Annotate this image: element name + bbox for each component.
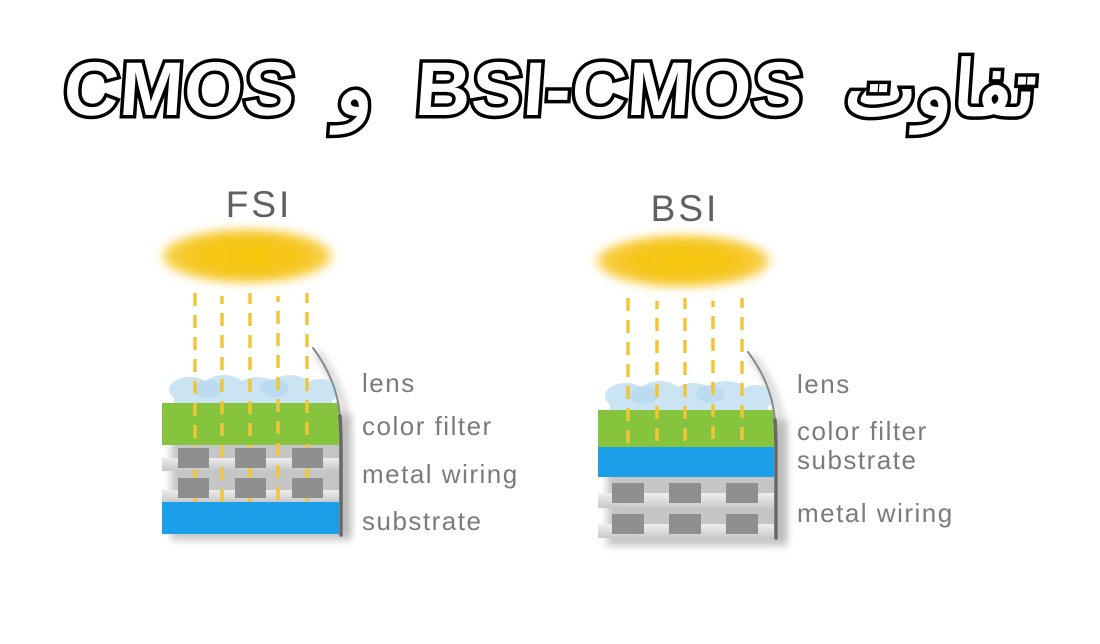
bsi-label-lens: lens	[797, 369, 851, 399]
fsi-light-source	[157, 227, 337, 285]
page-title: تفاوت BSI-CMOS و CMOS	[58, 44, 1043, 136]
bsi-lens-layer	[605, 381, 774, 410]
bsi-light-source	[591, 233, 775, 289]
bsi-label-substrate: substrate	[797, 445, 918, 475]
fsi-sensor-illustration	[157, 227, 351, 540]
bsi-sensor-illustration	[591, 233, 787, 546]
bsi-light-rays	[626, 298, 744, 448]
fsi-label-color-filter: color filter	[362, 411, 493, 441]
fsi-title: FSI	[225, 184, 293, 225]
fsi-page-curl	[312, 347, 343, 537]
fsi-label-metal-wiring: metal wiring	[362, 459, 519, 489]
bsi-metal-wiring-layer	[598, 483, 774, 538]
fsi-substrate-layer	[162, 502, 339, 534]
bsi-metal-blocks	[612, 483, 758, 534]
fsi-label-substrate: substrate	[362, 506, 483, 536]
bsi-title: BSI	[650, 188, 720, 229]
fsi-metal-blocks	[178, 448, 323, 498]
bsi-label-metal-wiring: metal wiring	[797, 498, 954, 528]
fsi-label-lens: lens	[362, 368, 416, 398]
fsi-lens-layer	[169, 375, 338, 403]
bsi-label-color-filter: color filter	[797, 416, 928, 446]
bsi-substrate-layer	[598, 447, 774, 477]
bsi-page-curl	[747, 351, 778, 540]
